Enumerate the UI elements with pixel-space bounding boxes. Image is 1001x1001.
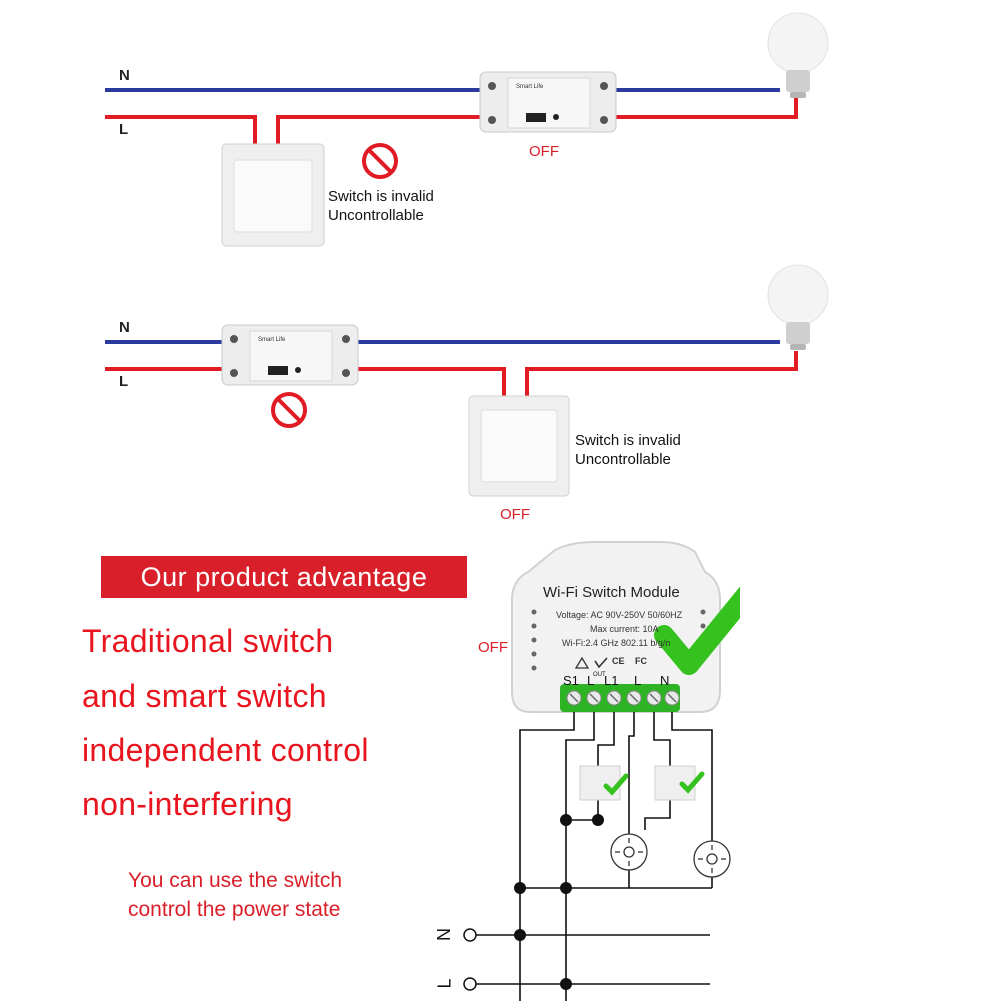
warning-text-line2: Uncontrollable [328, 207, 424, 224]
warning-text-line2: Uncontrollable [575, 451, 671, 468]
supply-live-label: L [434, 978, 455, 989]
supply-neutral-label: N [434, 928, 454, 941]
wiring-diagram-2 [105, 264, 829, 497]
lamp-icon [693, 840, 731, 878]
warning-text-line1: Switch is invalid [575, 432, 681, 449]
wifi-switch-module [511, 541, 721, 713]
live-wire [276, 115, 483, 145]
advantage-note-line2: control the power state [128, 898, 341, 921]
advantage-banner: Our product advantage [101, 556, 467, 598]
lamp-icon [610, 833, 648, 871]
live-wire [105, 115, 257, 145]
terminal-label-l2: L [634, 673, 642, 688]
neutral-label: N [119, 67, 130, 84]
module-current: Max current: 10A [590, 624, 659, 634]
traditional-switch-icon [654, 765, 705, 801]
status-off: OFF [478, 639, 508, 656]
advantage-line-3: independent control [82, 732, 369, 768]
terminal-label-l1: L1 [604, 673, 619, 688]
live-label: L [119, 121, 129, 138]
advantage-note-line1: You can use the switch [128, 869, 343, 892]
status-off: OFF [529, 143, 559, 160]
advantage-line-4: non-interfering [82, 786, 293, 822]
smart-relay [479, 71, 617, 133]
warning-icon [574, 656, 590, 669]
terminal-label-l: L [587, 673, 595, 688]
status-off: OFF [500, 506, 530, 523]
smart-relay [221, 324, 359, 386]
terminal-label-n: N [660, 673, 670, 688]
fcc-mark: FC [635, 656, 647, 666]
live-wire [616, 96, 798, 119]
terminal-label-s1: S1 [563, 673, 579, 688]
light-bulb-icon [767, 12, 829, 98]
check-mark-icon [654, 587, 740, 675]
neutral-label: N [119, 319, 130, 336]
terminal-out-label: OUT [593, 672, 606, 678]
traditional-switch-icon [579, 765, 629, 801]
ce-mark: CE [612, 656, 625, 666]
warning-text-line1: Switch is invalid [328, 188, 434, 205]
advantage-line-2: and smart switch [82, 678, 327, 714]
rcm-mark-icon [594, 657, 608, 669]
wall-switch [468, 395, 570, 497]
prohibited-icon [271, 392, 307, 428]
module-title: Wi-Fi Switch Module [543, 584, 680, 601]
module-voltage: Voltage: AC 90V-250V 50/60HZ [556, 610, 683, 620]
relay-brand: Smart Life [258, 337, 286, 343]
advantage-line-1: Traditional switch [82, 623, 334, 659]
light-bulb-icon [767, 264, 829, 350]
wall-switch [221, 143, 325, 247]
relay-brand: Smart Life [516, 84, 544, 90]
module-wiring-diagram [463, 541, 740, 1001]
prohibited-icon [362, 143, 398, 179]
live-label: L [119, 373, 129, 390]
wiring-diagram-1 [105, 12, 829, 247]
module-wifi: Wi-Fi:2.4 GHz 802.11 b/g/n [562, 638, 671, 648]
